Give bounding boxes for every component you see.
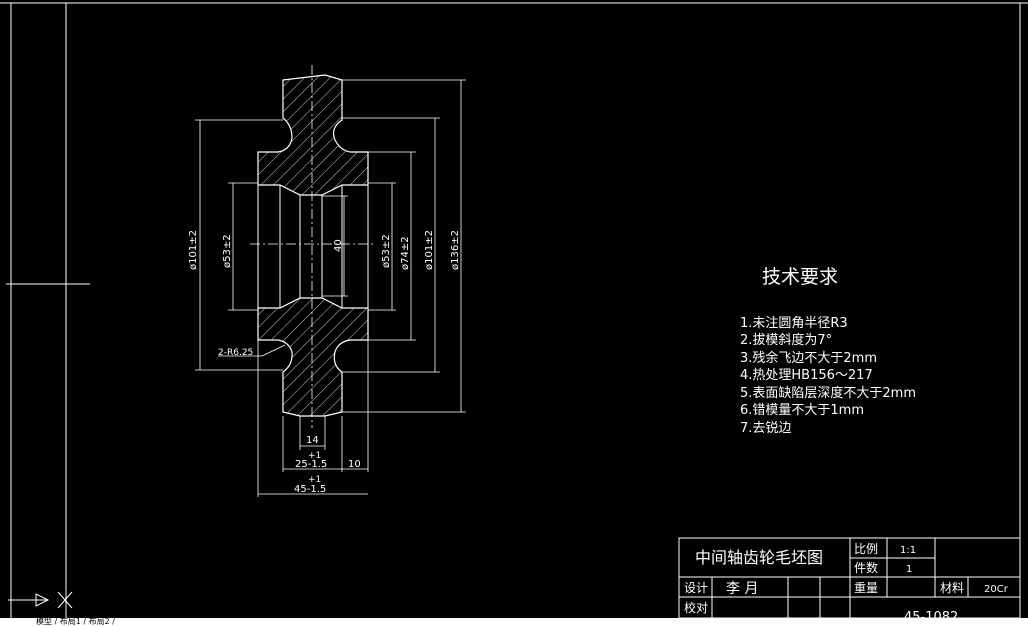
dim-w14: 14	[306, 435, 319, 446]
upper-section	[257, 74, 369, 196]
dimensions	[195, 79, 466, 497]
dim-radius: 2-R6.25	[218, 348, 253, 358]
material-label: 材料	[940, 581, 964, 595]
dim-d136: ø136±2	[450, 230, 461, 270]
qty-value: 1	[906, 564, 912, 575]
requirement-item: 6.错模量不大于1mm	[740, 403, 864, 418]
dim-d74: ø74±2	[400, 236, 411, 270]
requirements-heading: 技术要求	[762, 266, 838, 288]
design-label: 设计	[684, 581, 708, 595]
weight-label: 重量	[854, 581, 878, 595]
dim-40: 40	[333, 239, 344, 252]
dim-d53-left: ø53±2	[222, 234, 233, 268]
layout-tabs[interactable]: 模型 / 布局1 / 布局2 /	[36, 618, 115, 626]
requirement-item: 7.去锐边	[740, 421, 791, 436]
scale-label: 比例	[854, 542, 878, 556]
drawing-title: 中间轴齿轮毛坯图	[695, 548, 823, 567]
requirement-item: 3.残余飞边不大于2mm	[740, 350, 877, 366]
dim-tol2: +1	[308, 475, 321, 485]
gear-blank-section	[250, 65, 375, 428]
dim-d101-right: ø101±2	[424, 230, 435, 270]
requirement-item: 4.热处理HB156～217	[740, 368, 873, 383]
dim-d101-left: ø101±2	[188, 230, 199, 270]
requirement-item: 2.拔模斜度为7°	[740, 332, 832, 348]
layout-tabs-bar[interactable]: 模型 / 布局1 / 布局2 /	[0, 618, 1028, 626]
designer-name: 李 月	[726, 581, 758, 597]
dim-w45: 45-1.5	[294, 484, 326, 495]
dim-w25: 25-1.5	[295, 459, 327, 470]
dim-tol1: +1	[308, 451, 321, 461]
dim-w10: 10	[348, 459, 361, 470]
dimension-text: ø101±2 ø53±2 40 ø53±2 ø74±2 ø101±2 ø136±…	[188, 230, 461, 495]
qty-label: 件数	[854, 560, 878, 575]
scale-value: 1:1	[900, 545, 916, 556]
requirement-item: 1.未注圆角半径R3	[740, 316, 848, 331]
requirement-item: 5.表面缺陷层深度不大于2mm	[740, 385, 916, 401]
dim-d53-right: ø53±2	[381, 234, 392, 268]
lower-section	[257, 297, 369, 417]
title-block: 中间轴齿轮毛坯图 比例 1:1 件数 1 重量 材料 20Cr 设计 李 月 校…	[678, 537, 1021, 625]
ucs-icon	[8, 591, 73, 609]
technical-requirements: 技术要求 1.未注圆角半径R3 2.拔模斜度为7° 3.残余飞边不大于2mm 4…	[740, 266, 916, 436]
material-value: 20Cr	[984, 584, 1009, 595]
check-label: 校对	[684, 600, 708, 615]
